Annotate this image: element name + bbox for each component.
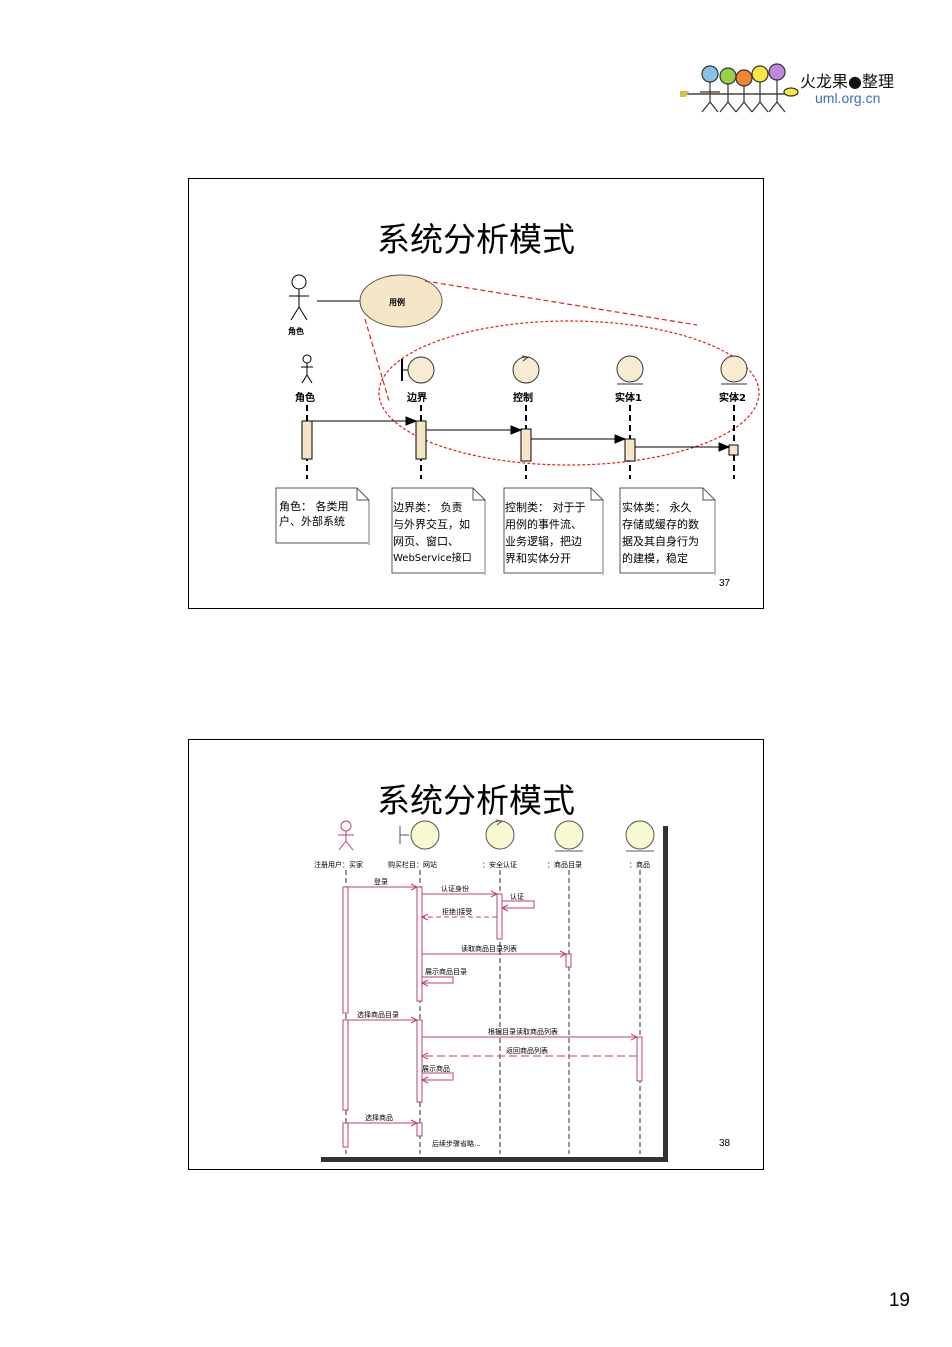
- message-label: 认证身份: [441, 884, 469, 893]
- note-entity: 实体类： 永久 存储或缓存的数 据及其自身行为 的建模，稳定: [617, 485, 719, 575]
- lifeline-label: 边界: [406, 391, 427, 404]
- slide-37: 系统分析模式 角色 用例: [188, 178, 764, 609]
- slide-number: 38: [719, 1138, 731, 1149]
- entity1-icon: [616, 355, 644, 385]
- usecase-actor-label: 角色: [288, 326, 304, 336]
- message-label: 根据目录读取商品列表: [488, 1027, 558, 1036]
- slide-title: 系统分析模式: [377, 220, 575, 259]
- usecase-actor-icon: [289, 274, 309, 321]
- catalog-entity-icon: [554, 820, 584, 852]
- lifeline-label: 注册用户：买家: [314, 860, 363, 869]
- note-control: 控制类： 对于于 用例的事件流、 业务逻辑，把边 界和实体分开: [501, 485, 607, 575]
- buyer-actor-icon: [338, 820, 354, 851]
- page-number: 19: [888, 1290, 910, 1311]
- note-line: 业务逻辑，把边: [505, 535, 582, 548]
- message-label: 读取商品目录列表: [461, 944, 517, 953]
- lifeline-label: 角色: [295, 391, 315, 404]
- note-line: 据及其自身行为: [622, 535, 699, 548]
- note-line: 用例的事件流、: [505, 518, 582, 531]
- lifeline-label: ：安全认证: [482, 860, 517, 869]
- auth-control-icon: [485, 819, 515, 850]
- slide2-sequence-diagram: 注册用户：买家 购买栏目：网站 ：安全认证 ：商品目录 ：商品: [314, 819, 668, 1162]
- lifeline-label: 购买栏目：网站: [388, 860, 437, 869]
- note-line: WebService接口: [393, 553, 472, 564]
- slide-38: 系统分析模式 注册用户：买家 购: [188, 739, 764, 1170]
- uml-logo: [657, 62, 800, 114]
- slide-number: 37: [719, 578, 731, 589]
- product-entity-icon: [625, 820, 655, 852]
- note-line: 边界类： 负责: [393, 501, 463, 514]
- note-line: 存储或缓存的数: [622, 518, 699, 531]
- message-label: 后续步骤省略...: [432, 1139, 481, 1148]
- lifeline-label: ：商品目录: [547, 860, 582, 869]
- note-line: 网页、窗口、: [393, 535, 459, 548]
- note-line: 角色： 各类用: [279, 500, 349, 513]
- message-label: 选择商品: [365, 1113, 393, 1122]
- lifeline-label: ：商品: [629, 860, 650, 869]
- note-line: 与外界交互，如: [393, 518, 470, 531]
- message-label: 返回商品列表: [506, 1046, 548, 1055]
- note-actor: 角色： 各类用 户、外部系统: [273, 485, 373, 545]
- usecase-label: 用例: [388, 297, 405, 307]
- entity2-icon: [720, 355, 748, 385]
- boundary-icon: [401, 356, 435, 384]
- logo-text-cn: 火龙果●整理: [800, 72, 894, 91]
- lifeline-label: 控制: [513, 391, 533, 404]
- website-boundary-icon: [399, 820, 440, 850]
- lifeline-label: 实体2: [719, 391, 746, 404]
- message-label: 选择商品目录: [357, 1010, 399, 1019]
- message-label: 拒绝|接受: [442, 907, 472, 916]
- message-label: 展示商品目录: [425, 967, 467, 976]
- lifeline-label: 实体1: [615, 391, 642, 404]
- message-label: 认证: [510, 892, 524, 901]
- usecase-ellipse: [359, 274, 443, 328]
- note-line: 的建模，稳定: [622, 552, 688, 565]
- note-line: 实体类： 永久: [622, 501, 692, 514]
- logo-figures-icon: [657, 63, 799, 113]
- slide-title: 系统分析模式: [377, 781, 575, 820]
- note-line: 界和实体分开: [505, 552, 571, 565]
- highlight-ellipse: [378, 320, 760, 466]
- actor-lifeline-icon: [301, 354, 313, 384]
- message-label: 登录: [374, 877, 388, 886]
- note-line: 控制类： 对于于: [505, 501, 586, 514]
- slide1-diagram: 角色 用例: [288, 274, 760, 479]
- note-line: 户、外部系统: [279, 515, 345, 528]
- control-icon: [512, 355, 540, 384]
- message-label: 展示商品: [422, 1064, 450, 1073]
- note-boundary: 边界类： 负责 与外界交互，如 网页、窗口、 WebService接口: [389, 485, 489, 575]
- logo-text-url: uml.org.cn: [815, 90, 881, 106]
